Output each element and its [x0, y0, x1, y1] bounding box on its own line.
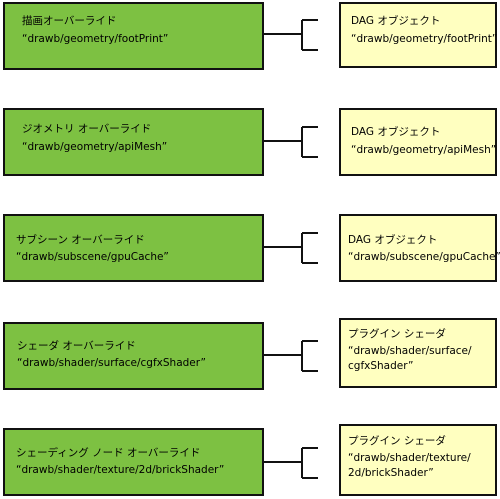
target-path-dag-footprint: “drawb/geometry/footPrint”: [351, 33, 498, 45]
target-box-dag-gpucache: [339, 214, 497, 282]
target-box-plugin-cgfxshader: [339, 318, 497, 388]
target-title-dag-apimesh: DAG オブジェクト: [351, 126, 441, 138]
target-path-dag-apimesh: “drawb/geometry/apiMesh”: [351, 144, 497, 156]
override-title-drawing: 描画オーバーライド: [22, 15, 117, 27]
override-path-shader: “drawb/shader/surface/cgfxShader”: [17, 357, 206, 369]
override-box-shading-node: [3, 428, 264, 496]
override-path-shading-node: “drawb/shader/texture/2d/brickShader”: [16, 464, 225, 476]
override-title-shader: シェーダ オーバーライド: [17, 340, 136, 352]
target-title-plugin-cgfxshader: プラグイン シェーダ: [348, 328, 446, 340]
target-path-plugin-brickshader: “drawb/shader/texture/ 2d/brickShader”: [348, 452, 471, 479]
override-path-subscene: “drawb/subscene/gpuCache”: [16, 251, 169, 263]
override-path-geometry: “drawb/geometry/apiMesh”: [22, 141, 168, 153]
target-path-plugin-cgfxshader: “drawb/shader/surface/ cgfxShader”: [348, 345, 472, 372]
override-path-drawing: “drawb/geometry/footPrint”: [22, 33, 169, 45]
override-box-subscene: [3, 214, 264, 282]
target-path-dag-gpucache: “drawb/subscene/gpuCache”: [348, 251, 500, 263]
override-title-shading-node: シェーディング ノード オーバーライド: [16, 447, 201, 459]
target-box-dag-footprint: [339, 2, 497, 68]
override-box-drawing: [3, 2, 264, 70]
connector-1: [263, 19, 318, 51]
override-title-geometry: ジオメトリ オーバーライド: [22, 123, 152, 135]
connector-5: [263, 447, 318, 479]
connector-2: [263, 126, 318, 158]
connector-3: [263, 232, 318, 264]
connector-4: [263, 340, 318, 372]
override-box-shader: [3, 322, 264, 390]
target-title-dag-footprint: DAG オブジェクト: [351, 15, 441, 27]
target-box-dag-apimesh: [339, 108, 497, 176]
target-title-plugin-brickshader: プラグイン シェーダ: [348, 435, 446, 447]
target-box-plugin-brickshader: [339, 424, 497, 496]
target-title-dag-gpucache: DAG オブジェクト: [348, 234, 438, 246]
override-title-subscene: サブシーン オーバーライド: [16, 234, 145, 246]
override-box-geometry: [3, 108, 264, 176]
